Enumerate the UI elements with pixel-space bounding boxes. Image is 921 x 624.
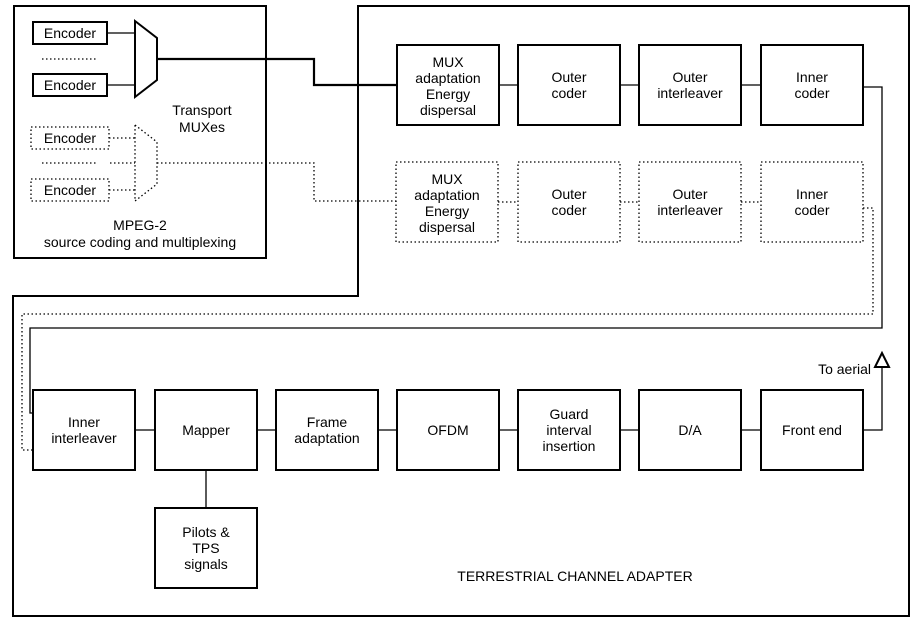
block-label: TPS [192, 540, 219, 556]
block-label: interleaver [51, 430, 117, 446]
block-label: Energy [425, 203, 469, 219]
block-label: D/A [678, 422, 702, 438]
aerial-wire [863, 366, 883, 431]
inner-interleaver-box [32, 389, 136, 471]
encoder-label: Encoder [44, 77, 96, 93]
block-label: Outer [672, 69, 707, 85]
block-label: dispersal [420, 102, 476, 118]
return-wire-dotted [21, 207, 874, 451]
aerial-label: To aerial [818, 361, 871, 377]
pilots-tps-box [154, 507, 258, 589]
source-caption: MPEG-2 [113, 217, 167, 233]
return-wire [29, 86, 883, 414]
block-label: Energy [426, 86, 470, 102]
mux-adaptation-box-dotted [395, 161, 499, 243]
ofdm-box [396, 389, 500, 471]
mux-output-wire [157, 57, 397, 87]
mux-adaptation-box [396, 44, 500, 126]
block-label: interleaver [657, 85, 723, 101]
block-label: Outer [551, 69, 586, 85]
da-box [638, 389, 742, 471]
block-label: Inner [68, 414, 100, 430]
block-label: coder [794, 202, 829, 218]
channel-adapter-frame [12, 5, 910, 617]
block-label: coder [794, 85, 829, 101]
block-label: Frame [307, 414, 348, 430]
block-label: Outer [551, 186, 586, 202]
mux-output-wire-dotted [157, 162, 396, 202]
encoder-label: Encoder [44, 130, 96, 146]
guard-interval-box [517, 389, 621, 471]
block-label: Inner [796, 186, 828, 202]
block-label: Guard [550, 406, 589, 422]
block-label: adaptation [414, 187, 479, 203]
encoder-label: Encoder [44, 25, 96, 41]
source-caption: source coding and multiplexing [44, 234, 236, 250]
block-label: adaptation [415, 70, 480, 86]
transport-mux-label: MUXes [179, 119, 225, 135]
block-label: interleaver [657, 202, 723, 218]
transport-mux-symbol-dotted [134, 123, 158, 203]
block-label: adaptation [294, 430, 359, 446]
block-label: coder [551, 85, 586, 101]
inner-coder-box-dotted [760, 161, 864, 243]
block-label: MUX [431, 171, 463, 187]
transport-mux-symbol [134, 18, 158, 100]
front-end-box [760, 389, 864, 471]
frame-adaptation-box [275, 389, 379, 471]
block-label: insertion [543, 438, 596, 454]
block-label: signals [184, 556, 228, 572]
adapter-caption: TERRESTRIAL CHANNEL ADAPTER [457, 568, 692, 584]
source-coding-frame [13, 5, 267, 259]
block-label: dispersal [419, 219, 475, 235]
block-label: interval [546, 422, 591, 438]
block-label: Outer [672, 186, 707, 202]
transport-mux-label: Transport [172, 102, 232, 118]
aerial-icon [873, 350, 891, 368]
block-label: Pilots & [182, 524, 230, 540]
outer-interleaver-box-dotted [638, 161, 742, 243]
block-label: OFDM [427, 422, 468, 438]
block-label: Mapper [182, 422, 230, 438]
block-label: Front end [782, 422, 842, 438]
block-label: Inner [796, 69, 828, 85]
outer-coder-box-dotted [517, 161, 621, 243]
block-label: MUX [432, 54, 464, 70]
encoder-label: Encoder [44, 182, 96, 198]
block-label: coder [551, 202, 586, 218]
